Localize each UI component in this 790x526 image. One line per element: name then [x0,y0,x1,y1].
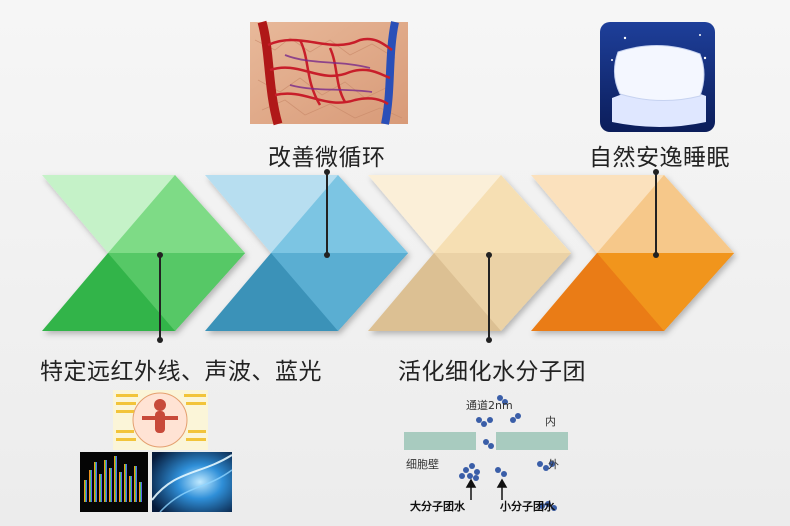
label-far-infrared: 特定远红外线、声波、蓝光 [40,359,322,385]
chevron-beige [368,175,571,331]
label-outside: 外 [548,458,559,471]
blood-vessels-image [250,20,408,126]
chevron-green [42,175,245,331]
label-sleep: 自然安逸睡眠 [589,145,730,171]
label-small-cluster: 小分子团水 [500,500,555,513]
label-inside: 内 [545,415,556,428]
connector-lines [159,172,657,340]
label-microcirculation: 改善微循环 [268,145,386,171]
label-water-cluster: 活化细化水分子团 [398,359,586,385]
pillow-moon-icon [600,22,715,132]
sound-wave-image [80,452,148,512]
connector-dots [157,169,659,343]
body-chart-image [113,390,208,450]
chevron-blue [205,175,408,331]
blue-light-image [151,452,233,513]
label-channel: 通道2nm [466,399,513,412]
label-big-cluster: 大分子团水 [410,500,465,513]
chevron-orange [531,175,734,331]
label-cell-wall: 细胞壁 [406,458,439,471]
membrane-diagram [404,395,568,511]
